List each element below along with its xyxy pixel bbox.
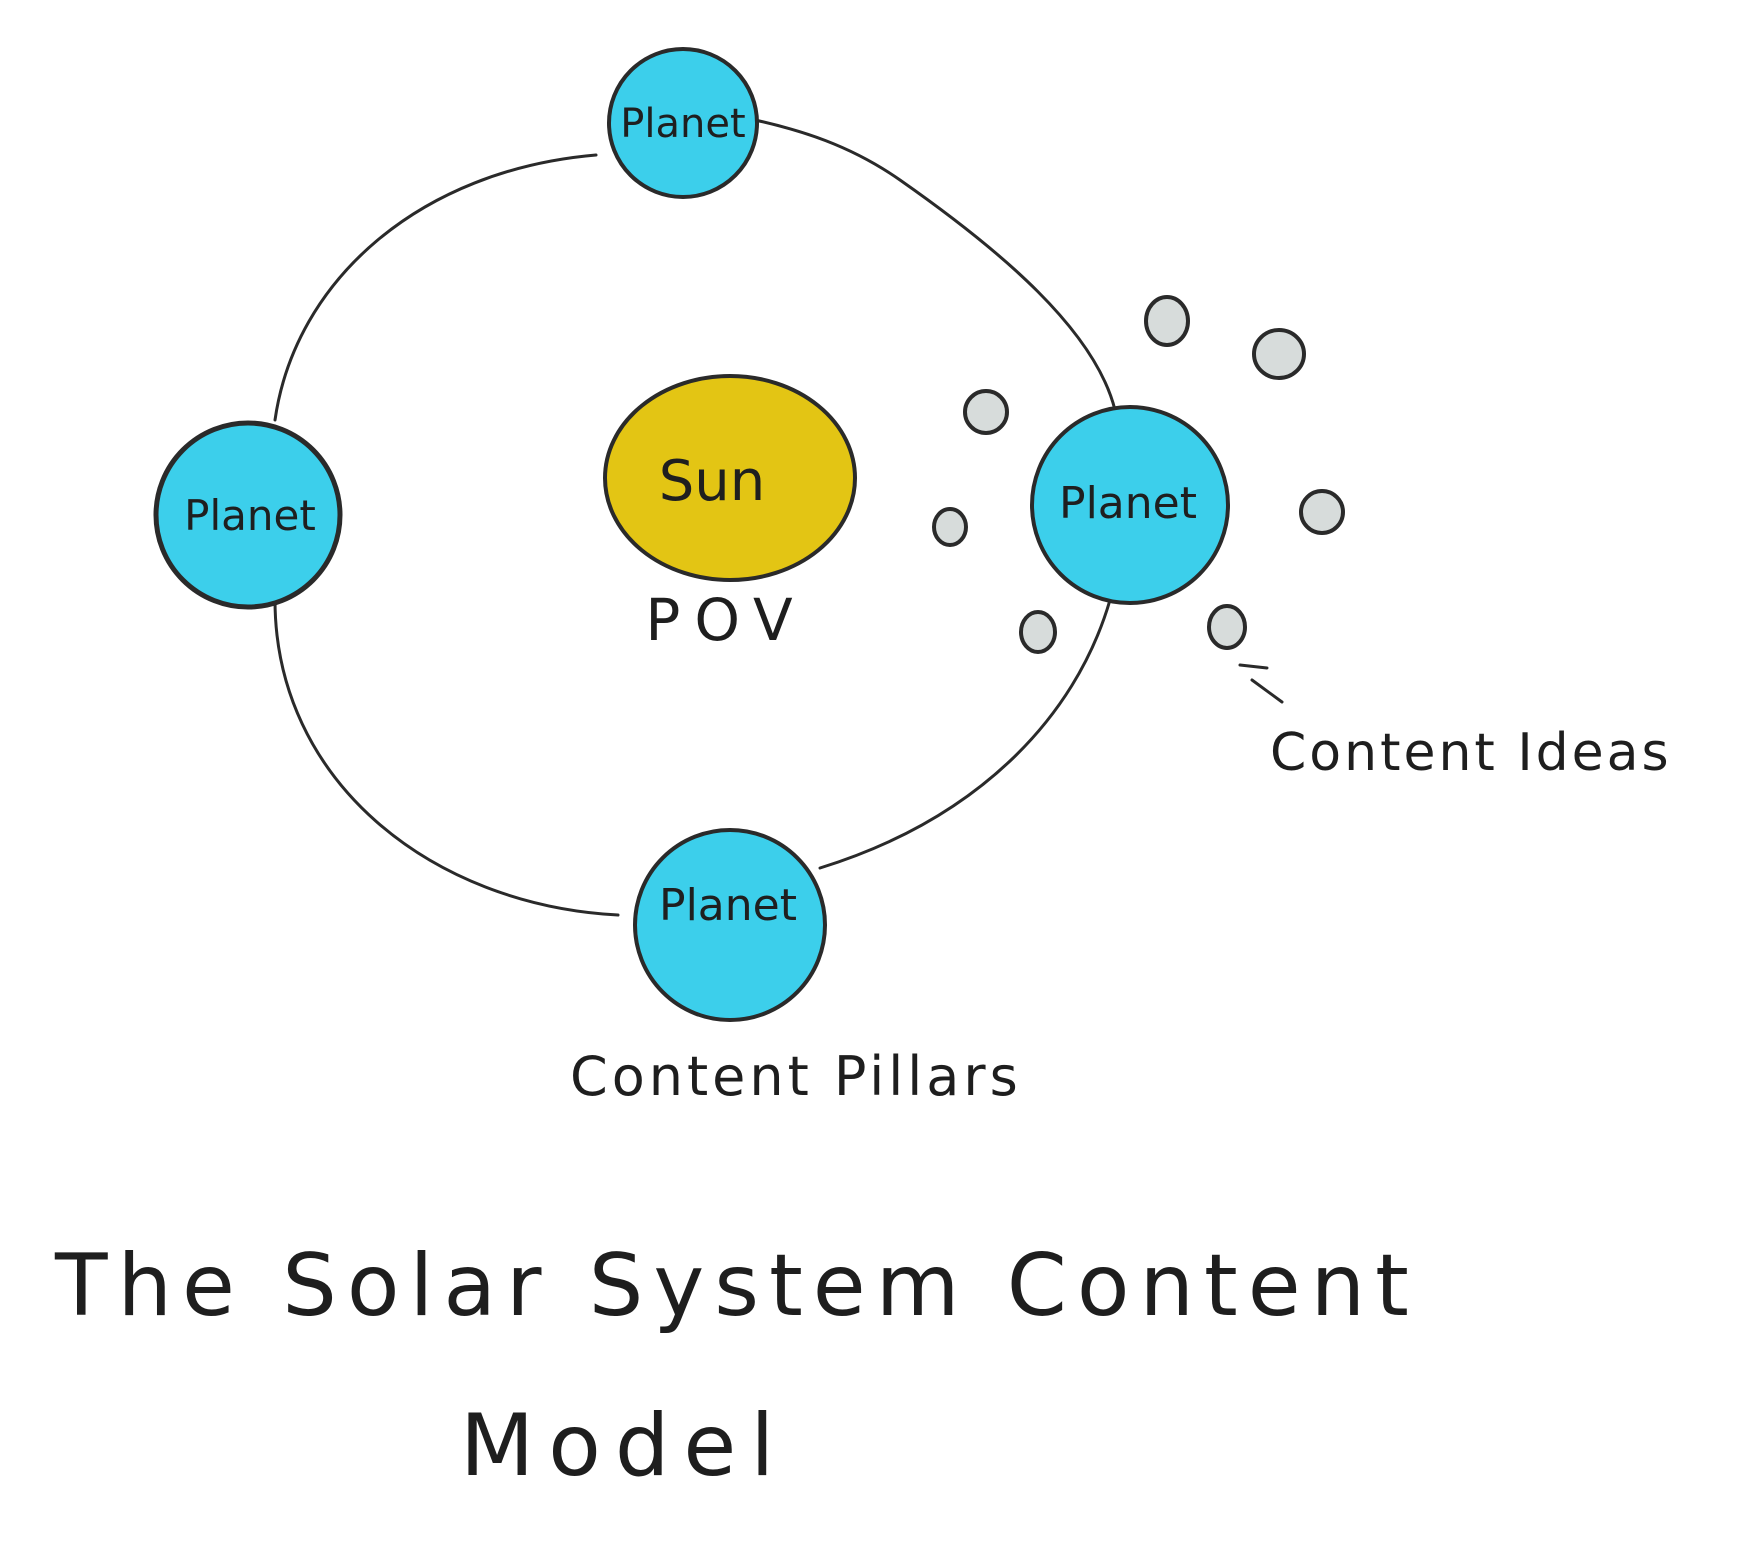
planet-circle	[153, 420, 343, 610]
planet-label: Planet	[659, 880, 797, 931]
content-idea-moon	[1019, 610, 1057, 654]
planet-label: Planet	[620, 101, 745, 147]
content-idea-moon	[932, 507, 968, 547]
content-idea-moon	[963, 389, 1009, 435]
planet-circle	[633, 828, 827, 1022]
planet-bottom: Planet	[633, 828, 827, 1022]
content-ideas-cluster	[932, 295, 1345, 654]
content-idea-moon	[1207, 604, 1247, 650]
planet-circle	[607, 47, 759, 199]
content-ideas-arrow	[1238, 663, 1284, 704]
planet-circle	[1030, 405, 1230, 605]
planet-label: Planet	[1059, 478, 1197, 529]
planet-label: Planet	[184, 491, 316, 540]
planet-right: Planet	[1030, 405, 1230, 605]
sun-circle	[603, 374, 857, 582]
planet-top: Planet	[607, 47, 759, 199]
diagram-title-line-1: The Solar System Content	[54, 1236, 1419, 1336]
content-idea-moon	[1144, 295, 1190, 347]
orbit-path	[273, 118, 1117, 917]
content-pillars-label: Content Pillars	[570, 1045, 1022, 1108]
pov-label: POV	[645, 586, 806, 654]
content-idea-moon	[1252, 328, 1306, 380]
planet-left: Planet	[153, 420, 343, 610]
content-ideas-label: Content Ideas	[1270, 723, 1672, 783]
sun-label: Sun	[659, 449, 766, 514]
diagram-title-line-2: Model	[460, 1396, 788, 1496]
content-idea-moon	[1299, 489, 1345, 535]
sun-node: Sun POV	[603, 374, 857, 654]
